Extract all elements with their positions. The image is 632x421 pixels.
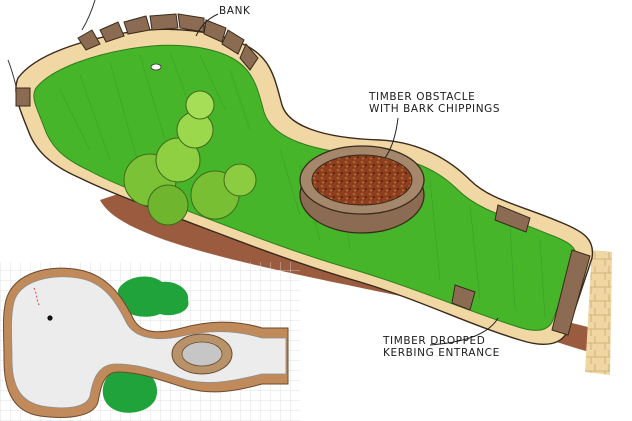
kerbing-leader	[429, 317, 499, 346]
timber-leader	[384, 117, 399, 159]
tree-twig	[7, 0, 96, 87]
plan-shrub-bottom	[102, 365, 158, 413]
bank-label: BANK	[219, 5, 251, 17]
kerbing-label-line1: TIMBER DROPPED	[383, 335, 486, 347]
end-kerb-right	[551, 249, 591, 336]
plan-putt-line	[33, 287, 41, 307]
plan-hole	[47, 315, 53, 321]
timber-obstacle-label-line1: TIMBER OBSTACLE	[369, 91, 476, 103]
bank-wall	[77, 13, 259, 71]
paving-strip	[585, 250, 612, 375]
plan-obstacle-inner	[181, 341, 223, 367]
kerb-post	[15, 87, 31, 107]
bark-chippings	[311, 154, 413, 206]
bank-leader	[195, 13, 219, 37]
plan-shrub-top	[118, 276, 189, 317]
end-kerb	[494, 204, 531, 233]
shrub	[123, 90, 257, 226]
timber-obstacle-label: TIMBER OBSTACLE WITH BARK CHIPPINGS	[369, 91, 500, 115]
timber-obstacle-label-line2: WITH BARK CHIPPINGS	[369, 103, 501, 115]
hole-cup	[150, 63, 162, 71]
kerbing-label-line2: KERBING ENTRANCE	[383, 347, 500, 359]
plan-surface	[11, 276, 287, 409]
dropped-kerb-entrance	[451, 284, 476, 311]
kerbing-entrance-label: TIMBER DROPPED KERBING ENTRANCE	[383, 335, 500, 359]
plan-view	[0, 262, 300, 421]
